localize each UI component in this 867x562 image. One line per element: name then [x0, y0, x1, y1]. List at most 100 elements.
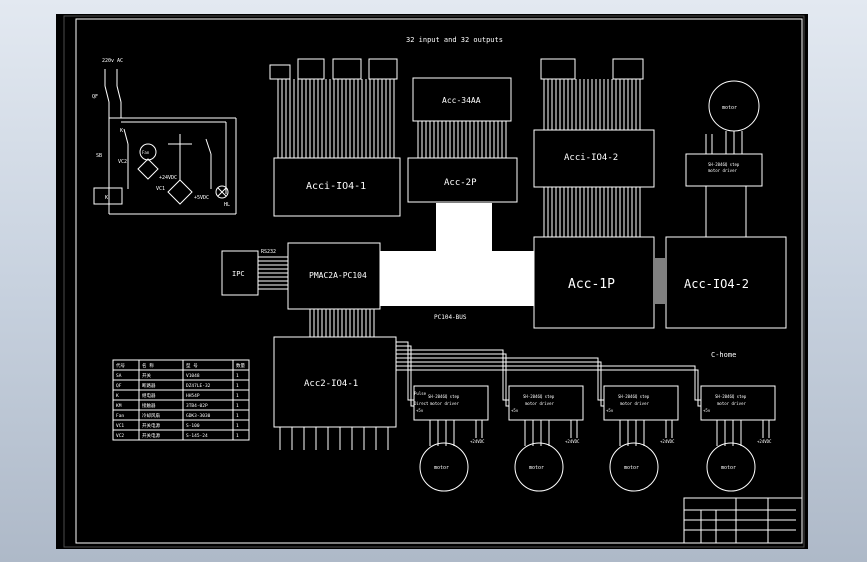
driver-5v-label: +5v [416, 408, 424, 413]
stepper-motor-4 [706, 442, 756, 492]
driver-top-label1: SH-2046Q step [708, 162, 740, 167]
table-header-cell: 数量 [236, 362, 245, 369]
driver-24v-label: +24VDC [470, 439, 485, 444]
acci-io4-2-block [533, 129, 655, 188]
v5-label: +5VDC [194, 195, 209, 201]
driver-top-right [685, 153, 763, 187]
electrical-diagram: 32 input and 32 outputs 220v AC QF SB K … [63, 15, 805, 548]
acc-2p-block [407, 157, 518, 203]
acc2-io4-1-label: Acc2-IO4-1 [304, 379, 358, 389]
table-cell: 继电器 [142, 392, 156, 399]
drawing-sheet: 32 input and 32 outputs 220v AC QF SB K … [56, 14, 808, 549]
stepper-motor-3 [609, 442, 659, 492]
acc-34aa-block [412, 77, 512, 122]
vc1-label: VC1 [156, 186, 165, 192]
acc-io4-2-label: Acc-IO4-2 [684, 277, 749, 291]
table-cell: 1 [236, 423, 239, 429]
hl-label: HL [224, 202, 230, 208]
table-cell: 1 [236, 393, 239, 399]
driver-label-b: motor driver [620, 401, 649, 406]
table-cell: S-145-24 [186, 433, 208, 439]
driver-24v-label: +24VDC [757, 439, 772, 444]
lamp-symbol [215, 185, 229, 199]
table-cell: S-100 [186, 423, 200, 429]
table-cell: VC1 [116, 423, 124, 429]
ac-label: 220v AC [102, 58, 123, 64]
acci-io4-1-block [273, 157, 401, 217]
table-cell: 冷却风扇 [142, 412, 160, 419]
table-cell: 开关电源 [142, 432, 160, 439]
acci-io4-1-group: Acci-IO4-1 [269, 58, 401, 217]
motor-label: motor [624, 465, 639, 471]
driver-motor-unit-4: SH-2046Q step motor driver +5v +24VDC motor [700, 385, 776, 492]
table-cell: Fan [116, 413, 124, 419]
v24-label: +24VDC [159, 175, 177, 181]
fan-label: Fan [142, 150, 150, 155]
title-block [683, 497, 803, 544]
fan-symbol [139, 143, 157, 161]
step-driver-1 [413, 385, 489, 421]
table-cell: 开关电源 [142, 422, 160, 429]
driver-label-a: SH-2046Q step [618, 394, 650, 399]
table-cell: HH54P [186, 393, 200, 399]
table-cell: 1 [236, 373, 239, 379]
step-driver-4 [700, 385, 776, 421]
driver-label-a: SH-2046Q step [428, 394, 460, 399]
table-cell: 开关 [142, 372, 151, 379]
acc2-io4-1-block [273, 336, 397, 428]
driver-5v-label: +5v [606, 408, 614, 413]
acc-34aa-label: Acc-34AA [442, 96, 481, 105]
k-coil-label: K [105, 195, 108, 201]
table-cell: 1 [236, 383, 239, 389]
ipc-label: IPC [232, 270, 245, 278]
stepper-motor-1 [419, 442, 469, 492]
pc104-bus-label: PC104-BUS [434, 314, 467, 321]
stepper-motor-2 [514, 442, 564, 492]
motor-label: motor [721, 465, 736, 471]
table-cell: GDK3-3030 [186, 413, 211, 419]
acc-2p-label: Acc-2P [444, 178, 477, 188]
driver-5v-label: +5v [511, 408, 519, 413]
motor-label: motor [434, 465, 449, 471]
acc-1p-block [533, 236, 655, 329]
motor-label-top: motor [722, 105, 737, 111]
drawing-border [75, 18, 803, 544]
rs232-label: RS232 [261, 249, 276, 255]
vc2-label: VC2 [118, 159, 127, 165]
driver-24v-label: +24VDC [565, 439, 580, 444]
acc-io4-2-block [665, 236, 787, 329]
step-driver-2 [508, 385, 584, 421]
table-cell: 1 [236, 413, 239, 419]
k-label: K [120, 128, 123, 134]
table-cell: 1 [236, 403, 239, 409]
table-cell: VC2 [116, 433, 124, 439]
table-cell: DZ47LE-32 [186, 383, 211, 389]
table-cell: 接触器 [142, 402, 156, 409]
driver-label-b: motor driver [717, 401, 746, 406]
table-cell: SA [116, 373, 122, 379]
qf-label: QF [92, 94, 98, 100]
acci-io4-2-label: Acci-IO4-2 [564, 153, 618, 163]
step-driver-3 [603, 385, 679, 421]
diagram-title: 32 input and 32 outputs [406, 36, 503, 44]
driver-5v-label: +5v [703, 408, 711, 413]
pc104-bus [356, 203, 536, 306]
driver-label-a: SH-2046Q step [715, 394, 747, 399]
table-cell: 1 [236, 433, 239, 439]
pulse-label: Pulse [414, 391, 427, 396]
table-cell: V1048 [186, 373, 200, 379]
power-circuit: 220v AC QF SB K K VC2 Fan VC1 +24VDC +5V… [92, 58, 237, 215]
driver-top-label2: motor driver [708, 168, 737, 173]
motor-label: motor [529, 465, 544, 471]
table-header-cell: 型 号 [186, 362, 198, 369]
direct-label: Direct [414, 401, 429, 406]
c-home-label: C-home [711, 351, 736, 359]
acc-1p-label: Acc-1P [568, 277, 615, 292]
acci-io4-1-label: Acci-IO4-1 [306, 181, 366, 192]
sb-label: SB [96, 153, 102, 159]
table-cell: KM [116, 403, 122, 409]
table-cell: 断路器 [142, 382, 156, 389]
